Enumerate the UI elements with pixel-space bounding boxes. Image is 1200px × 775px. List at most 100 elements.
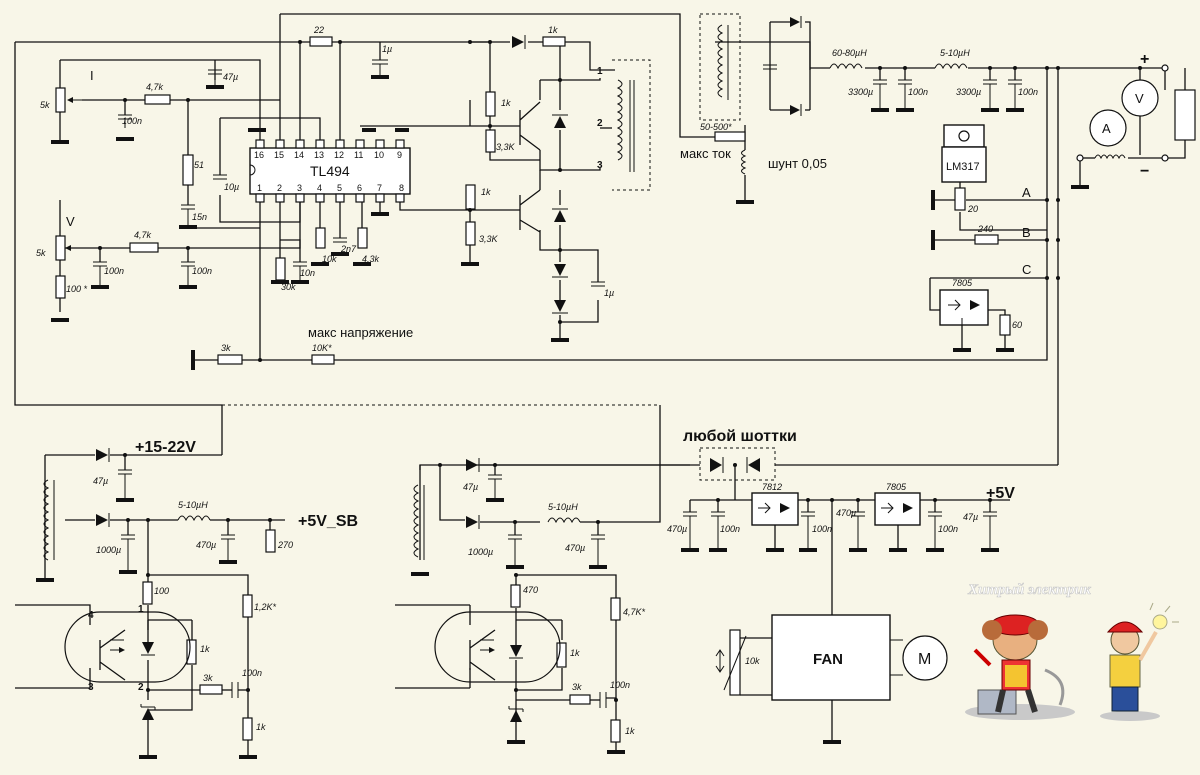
label-r10k: 10k: [322, 254, 337, 264]
label-v: V: [66, 214, 75, 229]
label-r4k3: 4,3k: [362, 254, 380, 264]
label-c470u-sb: 470µ: [196, 540, 216, 550]
label-line-b: B: [1022, 225, 1031, 240]
resistor-3k-sb: [199, 684, 223, 695]
label-c47u-f: 47µ: [963, 512, 978, 522]
resistor-10k: [315, 227, 326, 249]
label-c3300-2: 3300µ: [956, 87, 981, 97]
label-r10k-ntc: 10k: [745, 656, 760, 666]
transistors: [99, 101, 541, 681]
potentiometers: [55, 87, 747, 696]
label-opto-3: 3: [88, 682, 94, 693]
resistor-100-star: [55, 275, 66, 299]
label-r3k3-q2: 3,3K: [479, 234, 499, 244]
label-c100n-o2: 100n: [1018, 87, 1038, 97]
label-l5-10-b2: 5-10µH: [548, 502, 578, 512]
pin-7: 7: [377, 183, 382, 193]
dashed-outlines: [222, 13, 776, 481]
tl494-label: TL494: [310, 163, 350, 179]
resistor-4k3: [357, 227, 368, 249]
pin-14: 14: [294, 150, 304, 160]
capacitors: [93, 59, 1022, 708]
label-r1k-sb2: 1k: [256, 722, 266, 732]
label-7805-bottom: 7805: [886, 482, 907, 492]
voltmeter-label: V: [1135, 91, 1144, 106]
label-r20: 20: [967, 204, 978, 214]
label-v15-22: +15-22V: [135, 439, 196, 456]
label-c100n-f2: 100n: [812, 524, 832, 534]
regulators: LM317: [751, 124, 989, 526]
resistor-30k: [275, 257, 286, 281]
label-c10u: 10µ: [224, 182, 239, 192]
label-r3k: 3k: [221, 343, 231, 353]
label-r5k-v: 5k: [36, 248, 46, 258]
resistor-3k3-q2: [465, 221, 476, 246]
label-r50-500: 50-500*: [700, 122, 732, 132]
cartoon-mouse-electrician: [965, 614, 1075, 720]
label-r10k-star: 10K*: [312, 343, 332, 353]
label-l5-10-top: 5-10µH: [940, 48, 970, 58]
resistor-20: [954, 187, 966, 211]
inductors: [43, 24, 1126, 561]
label-c10n: 10n: [300, 268, 315, 278]
label-r470: 470: [523, 585, 538, 595]
label-pin3: 3: [597, 160, 603, 171]
pin-6: 6: [357, 183, 362, 193]
label-watermark: Хитрый электрик: [967, 582, 1091, 598]
label-opto-2: 2: [138, 682, 144, 693]
label-r1k2: 1,2K*: [254, 602, 277, 612]
fan-label: FAN: [813, 651, 843, 668]
resistor-1k-top: [542, 36, 566, 47]
resistor-100-sb: [142, 581, 153, 605]
label-r60: 60: [1012, 320, 1022, 330]
pin-13: 13: [314, 150, 324, 160]
label-c1u-b: 1µ: [604, 288, 614, 298]
pin-8: 8: [399, 183, 404, 193]
resistor-240: [974, 234, 999, 245]
label-c470u-b2: 470µ: [565, 543, 585, 553]
label-c1000u-b2: 1000µ: [468, 547, 493, 557]
label-c100n-f3: 100n: [938, 524, 958, 534]
resistor-1k-sb1: [186, 639, 197, 665]
resistors: [55, 36, 1196, 743]
label-any-schottky: любой шоттки: [683, 428, 797, 445]
label-opto-1: 1: [138, 604, 144, 615]
label-r3k3-q1: 3,3K: [496, 142, 516, 152]
resistor-470: [510, 584, 521, 608]
meters: A V FAN M: [771, 79, 1159, 701]
pin-16: 16: [254, 150, 264, 160]
pin-12: 12: [334, 150, 344, 160]
label-v5-sb: +5V_SB: [298, 513, 358, 530]
label-c47u-sb: 47µ: [93, 476, 108, 486]
resistor-1k-q2: [465, 184, 476, 210]
label-c100n-o1: 100n: [908, 87, 928, 97]
label-7812: 7812: [762, 482, 782, 492]
label-c1000u-sb: 1000µ: [96, 545, 121, 555]
pin-1: 1: [257, 183, 262, 193]
label-7805-top: 7805: [952, 278, 973, 288]
pin-9: 9: [397, 150, 402, 160]
label-r1k-top: 1k: [548, 25, 558, 35]
label-r51: 51: [194, 160, 204, 170]
resistor-4k7-i: [144, 94, 171, 105]
resistor-3k3-q1: [485, 129, 496, 153]
label-pin2: 2: [597, 118, 603, 129]
label-r240: 240: [977, 224, 993, 234]
load-resistor: [1174, 89, 1196, 141]
label-c100n-i: 100n: [122, 116, 142, 126]
pin-10: 10: [374, 150, 384, 160]
pin-5: 5: [337, 183, 342, 193]
label-c100n-b2: 100n: [610, 680, 630, 690]
resistor-1k-q1: [485, 91, 496, 117]
label-c100n-v2: 100n: [192, 266, 212, 276]
label-c15n: 15n: [192, 212, 207, 222]
label-c470u-f2: 470µ: [836, 508, 856, 518]
label-r100-sb: 100: [154, 586, 169, 596]
tl494-pins-bottom: 1 2 3 4 5 6 7 8: [255, 183, 405, 203]
label-max-current: макс ток: [680, 146, 731, 161]
voltmeter: [1121, 79, 1159, 117]
label-r1k-q2: 1k: [481, 187, 491, 197]
label-r3k-sb: 3k: [203, 673, 213, 683]
tl494-pins-top: 16 15 14 13 12 11 10 9: [254, 139, 405, 160]
ammeter: [1089, 109, 1127, 147]
